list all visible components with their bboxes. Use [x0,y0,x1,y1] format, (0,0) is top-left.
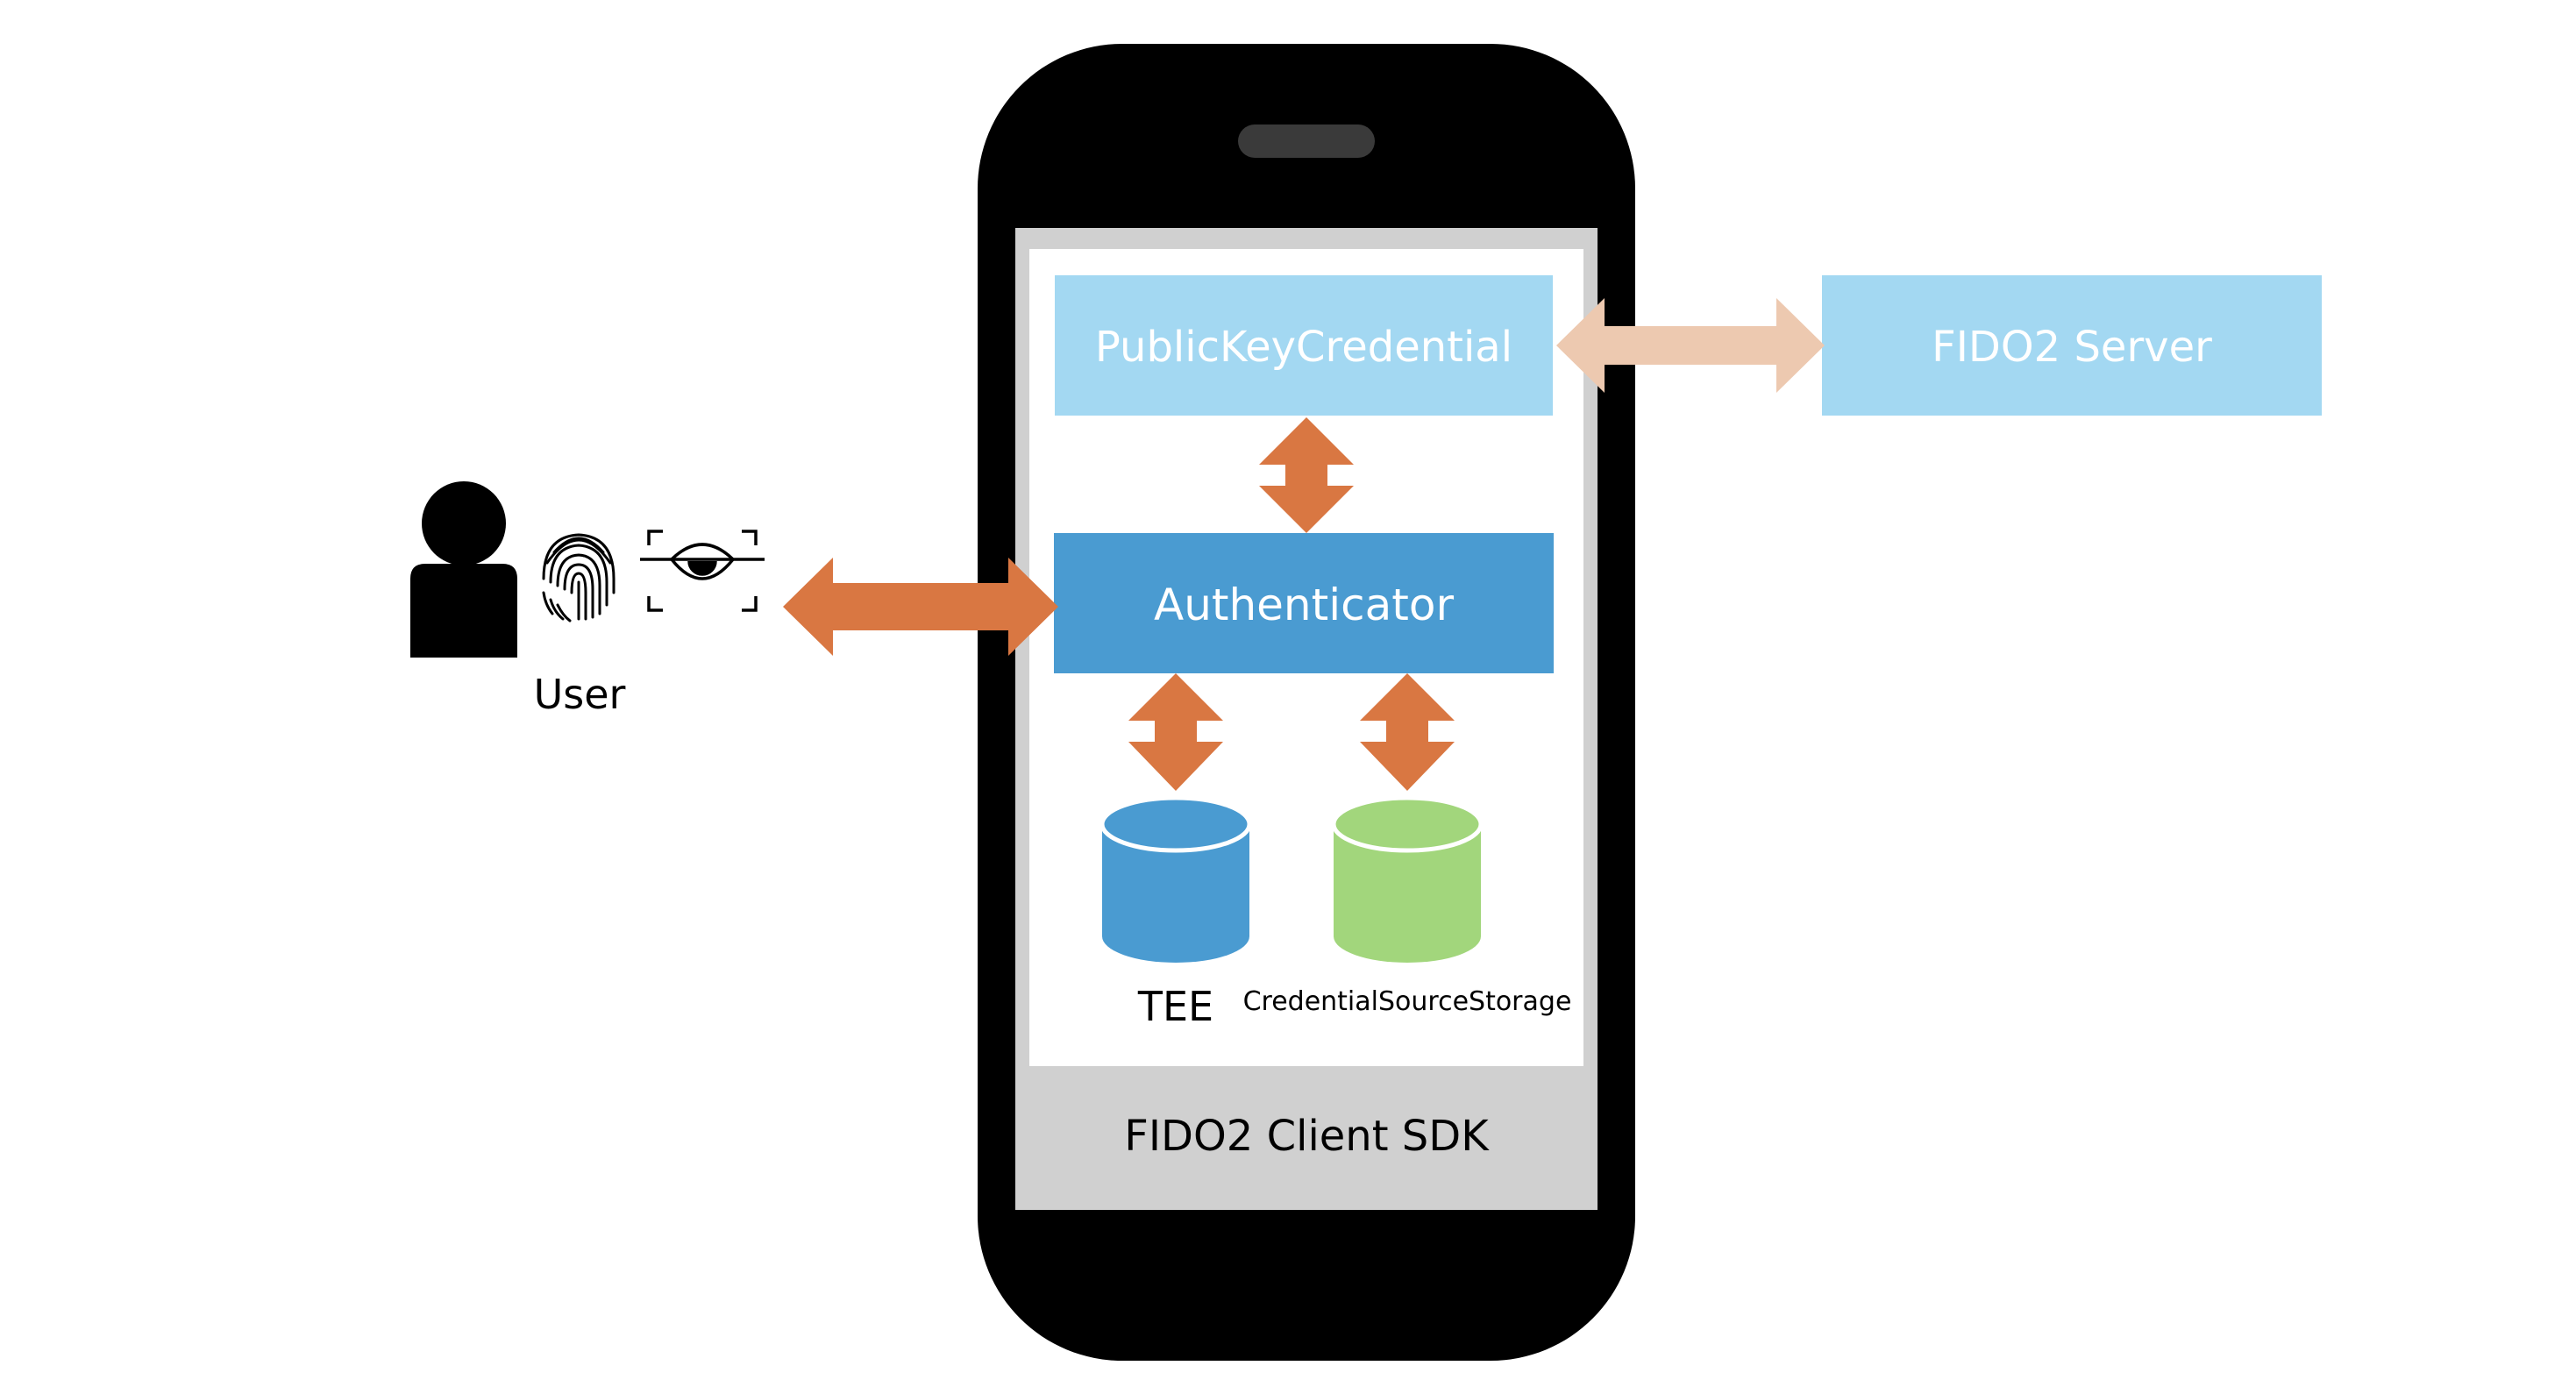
fido2-server-box [1822,275,2322,416]
credential-storage-database-icon [1331,795,1484,963]
phone-speaker [1238,124,1375,158]
credential-authenticator-arrow [1259,417,1354,533]
public-key-credential-label: PublicKeyCredential [1095,323,1512,372]
server-link-arrow [1556,298,1825,393]
credential-storage-label: CredentialSourceStorage [1243,986,1572,1017]
fingerprint-icon [542,533,616,622]
fido2-server-label: FIDO2 Server [1932,323,2212,372]
authenticator-storage-arrow [1360,673,1455,791]
authenticator-label: Authenticator [1154,580,1454,630]
public-key-credential-box [1055,275,1553,416]
authenticator-box [1054,533,1554,673]
client-sdk-label: FIDO2 Client SDK [1124,1112,1490,1161]
user-label: User [534,671,626,718]
tee-label: TEE [1137,983,1213,1030]
user-icon [410,481,517,658]
user-authenticator-arrow [783,558,1058,656]
tee-database-icon [1099,795,1252,963]
eye-scan-icon [640,530,765,612]
authenticator-tee-arrow [1128,673,1223,791]
